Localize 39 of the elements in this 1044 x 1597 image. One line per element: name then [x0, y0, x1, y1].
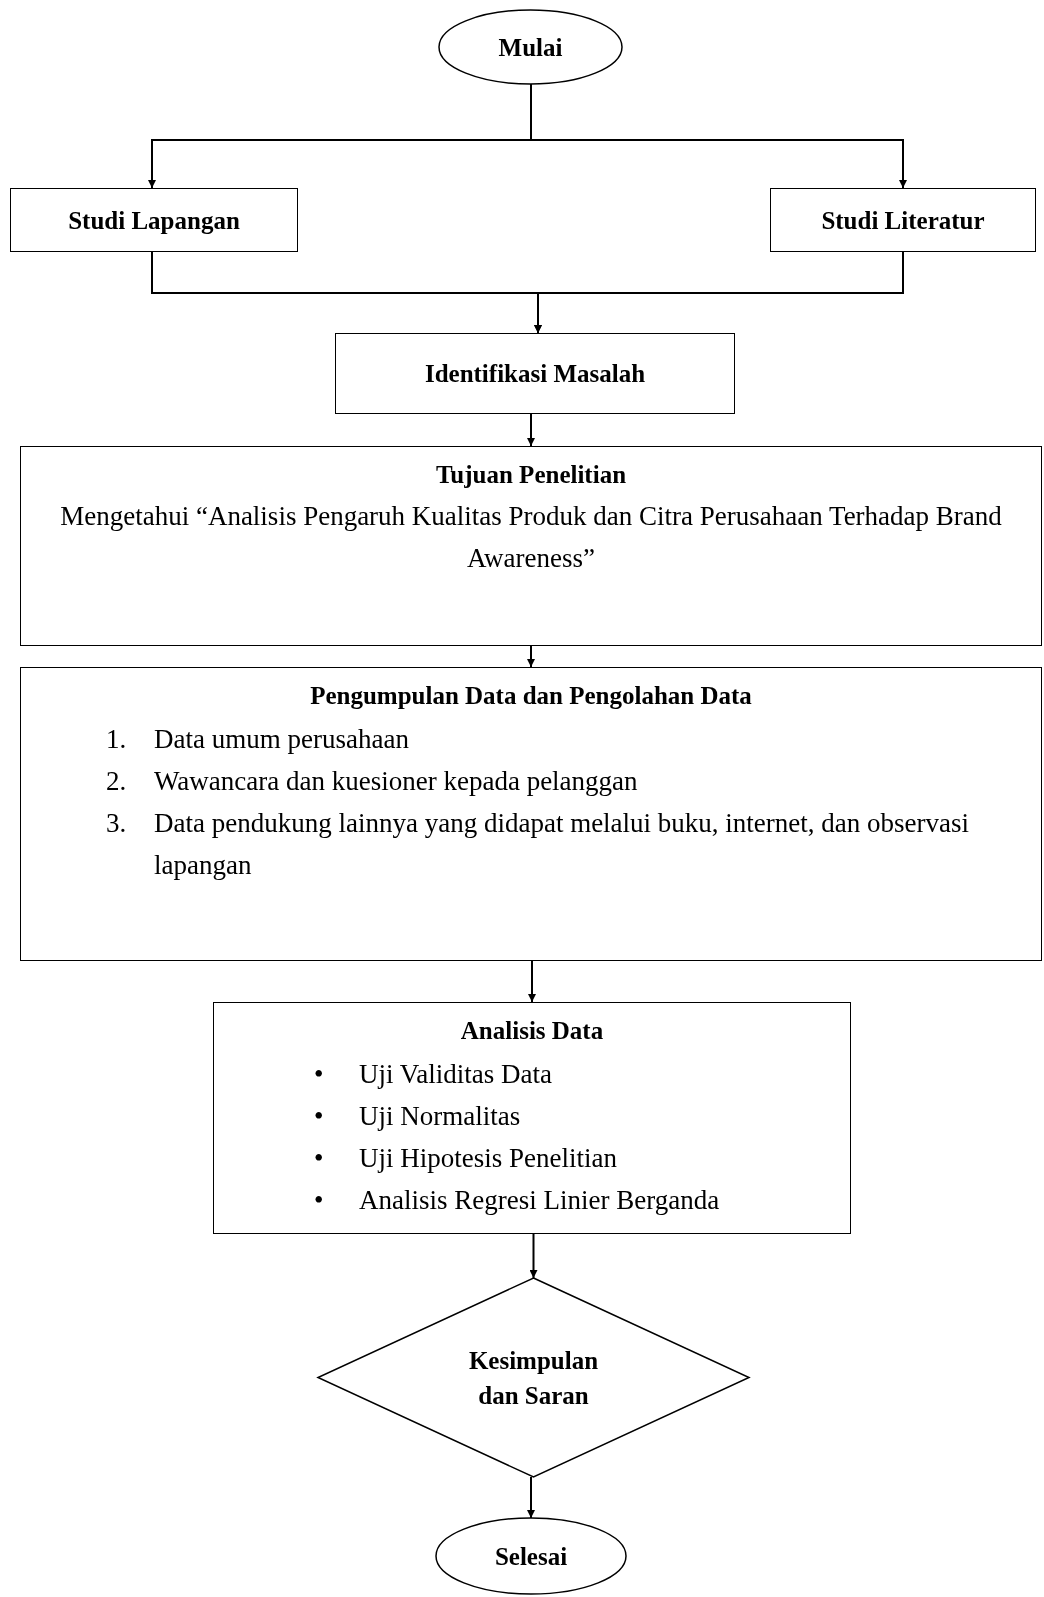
process-box [10, 188, 298, 252]
node-title: Studi Literatur [821, 205, 985, 236]
list-number: 2. [106, 764, 128, 798]
list-number: 1. [106, 723, 128, 756]
arrow [527, 645, 535, 668]
list-item: Data pendukung lainnya yang didapat melalui buku, internet, dan observasi lapangan [154, 806, 971, 882]
node-text: Mengetahui “Analisis Pengaruh Kualitas Produk dan Citra Perusahaan Terhadap Brand Awareness” [59, 500, 1003, 575]
list-item: Uji Validitas Data [359, 1058, 553, 1091]
bullet: • [314, 1183, 325, 1217]
list-item: Wawancara dan kuesioner kepada pelanggan [154, 764, 639, 798]
arrow [527, 413, 535, 447]
arrow [528, 960, 536, 1003]
decision-diamond [318, 1278, 749, 1477]
list-item: Data umum perusahaan [154, 723, 410, 756]
process-box [20, 446, 1042, 646]
list-number: 3. [106, 806, 128, 840]
list-item: Uji Hipotesis Penelitian [359, 1141, 618, 1175]
process-box [335, 333, 735, 414]
process-box [20, 667, 1042, 961]
node-title: Identifikasi Masalah [424, 359, 646, 389]
node-label: Mulai [498, 32, 563, 63]
list-item: Uji Normalitas [359, 1099, 522, 1133]
terminal-ellipse [436, 1518, 626, 1594]
node-title: Analisis Data [460, 1016, 604, 1046]
bullet: • [314, 1141, 325, 1175]
process-box [770, 188, 1036, 252]
node-title: Tujuan Penelitian [435, 460, 627, 490]
node-title: Studi Lapangan [68, 205, 240, 236]
arrow [534, 251, 904, 334]
list-item: Analisis Regresi Linier Berganda [359, 1183, 721, 1217]
arrow [529, 1233, 538, 1279]
bullet: • [314, 1099, 325, 1133]
terminal-ellipse [439, 10, 622, 84]
node-title: Pengumpulan Data dan Pengolahan Data [310, 681, 752, 711]
bullet: • [314, 1058, 325, 1091]
node-label: Selesai [494, 1541, 568, 1572]
node-label: Kesimpulan dan Saran [467, 1345, 600, 1411]
arrow [527, 1476, 535, 1519]
process-box [213, 1002, 851, 1234]
